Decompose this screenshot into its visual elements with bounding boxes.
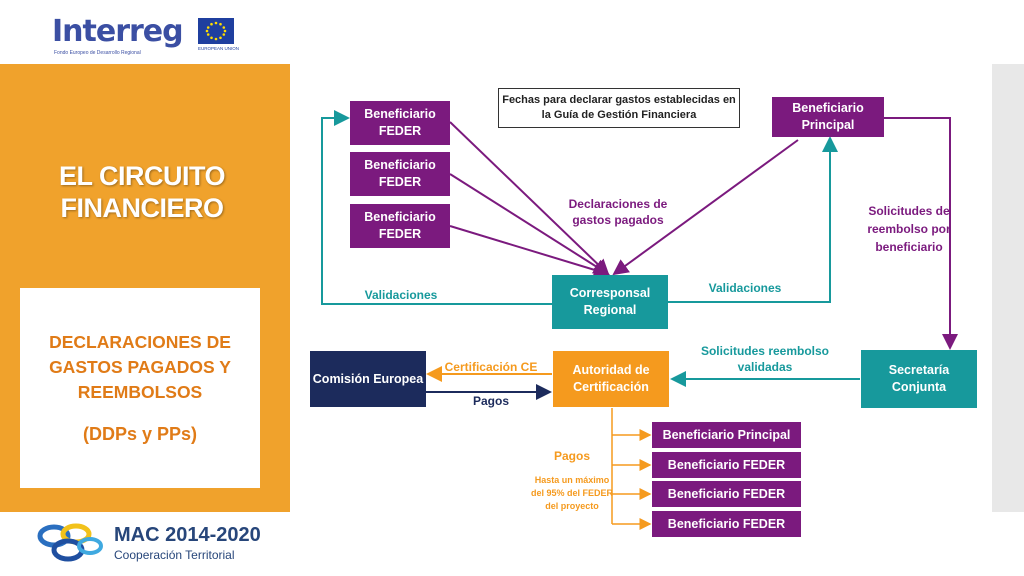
interreg-logo: Interreg Fondo Europeo de Desarrollo Reg… [52, 14, 242, 58]
beneficiario-feder-box: Beneficiario FEDER [350, 204, 450, 248]
eu-flag-icon [198, 18, 234, 44]
payment-recipient-feder: Beneficiario FEDER [652, 481, 801, 507]
certificacion-ce-label: Certificación CE [444, 360, 538, 374]
declaraciones-label: Declaraciones de gastos pagados [568, 197, 668, 227]
beneficiario-feder-box: Beneficiario FEDER [350, 152, 450, 196]
validaciones-left-label: Validaciones [364, 288, 438, 302]
guide-note-box: Fechas para declarar gastos establecidas… [498, 88, 740, 128]
beneficiario-feder-box: Beneficiario FEDER [350, 101, 450, 145]
secretaria-conjunta-box: Secretaría Conjunta [861, 350, 977, 408]
card-subtitle: (DDPs y PPs) [82, 424, 198, 444]
payment-recipient-feder: Beneficiario FEDER [652, 452, 801, 478]
pagos-label: Pagos [553, 449, 590, 463]
corresponsal-regional-box: Corresponsal Regional [552, 275, 668, 329]
payment-recipient-feder: Beneficiario FEDER [652, 511, 801, 537]
validaciones-right-label: Validaciones [708, 281, 782, 295]
mac-logo-title: MAC 2014-2020 [114, 524, 261, 546]
card-title: DECLARACIONES DE GASTOS PAGADOS Y REEMBO… [49, 332, 231, 402]
pagos-note: Hasta un máximo del 95% del FEDER del pr… [530, 475, 614, 511]
interreg-logo-text: Interreg [52, 14, 184, 49]
pagos-ce-label: Pagos [472, 394, 509, 408]
page-title: EL CIRCUITO FINANCIERO [58, 161, 226, 223]
right-margin-bar [992, 64, 1024, 512]
payment-recipient-principal: Beneficiario Principal [652, 422, 801, 448]
mac-logo-subtitle: Cooperación Territorial [114, 548, 235, 562]
interreg-logo-subtitle: Fondo Europeo de Desarrollo Regional [54, 50, 141, 56]
mac-rings-icon [37, 523, 103, 562]
beneficiario-principal-box: Beneficiario Principal [772, 97, 884, 137]
autoridad-certificacion-box: Autoridad de Certificación [553, 351, 669, 407]
sidebar-card: DECLARACIONES DE GASTOS PAGADOS Y REEMBO… [20, 288, 260, 488]
eu-flag-caption: EUROPEAN UNION [198, 46, 240, 51]
solicitudes-validadas-label: Solicitudes reembolso validadas [700, 344, 830, 374]
mac-logo: MAC 2014-2020 Cooperación Territorial [32, 520, 272, 572]
solicitudes-label: Solicitudes de reembolso por beneficiari… [867, 204, 951, 254]
comision-europea-box: Comisión Europea [310, 351, 426, 407]
